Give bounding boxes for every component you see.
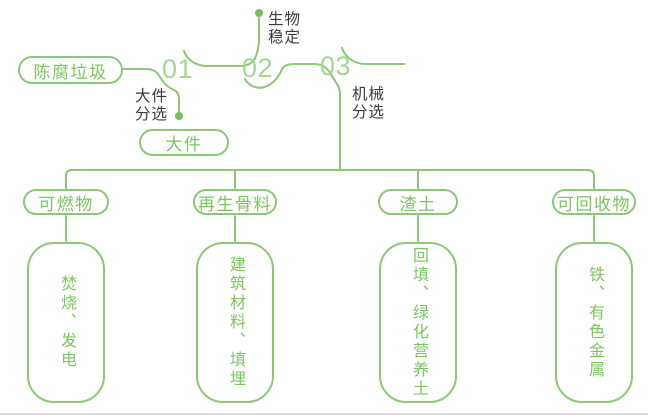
connector-02-to-03 [244, 63, 341, 171]
step-number-01: 01 [162, 54, 194, 84]
step-number-03: 03 [320, 51, 352, 81]
step-number-02: 02 [242, 53, 274, 83]
step-label-mechanical-sorting: 机械分选 [352, 86, 386, 121]
category-slag: 渣土 [378, 189, 458, 215]
connector-03-stub [341, 47, 405, 65]
result-recycled-aggregate-text: 建筑材料、填埋 [227, 256, 244, 389]
category-slag-label: 渣土 [399, 194, 437, 214]
bulky-output-node: 大件 [139, 129, 229, 156]
connector-01-to-02 [183, 17, 260, 67]
bulky-branch-dot [175, 112, 183, 120]
source-node: 陈腐垃圾 [18, 56, 123, 84]
bulky-output-label: 大件 [165, 135, 203, 154]
category-combustible: 可燃物 [23, 189, 109, 215]
result-slag-text: 回填、绿化营养土 [410, 246, 427, 399]
result-box-recyclable: 铁、有色金属 [555, 242, 633, 403]
connector-source-to-01 [121, 68, 180, 112]
result-combustible-text: 焚烧、发电 [58, 275, 75, 370]
result-box-recycled-aggregate: 建筑材料、填埋 [196, 242, 274, 403]
step-label-bulky-sorting: 大件分选 [135, 88, 169, 123]
step-label-bio-stabilization: 生物稳定 [268, 11, 302, 46]
category-recycled-aggregate-label: 再生骨料 [198, 194, 272, 214]
category-recyclable: 可回收物 [552, 189, 636, 215]
result-box-combustible: 焚烧、发电 [27, 242, 105, 403]
category-recycled-aggregate: 再生骨料 [193, 189, 277, 215]
result-recyclable-text: 铁、有色金属 [586, 265, 603, 380]
bio-branch-dot [255, 9, 263, 17]
source-label: 陈腐垃圾 [33, 62, 108, 82]
result-box-slag: 回填、绿化营养土 [379, 242, 457, 403]
bottom-divider [0, 413, 648, 415]
category-combustible-label: 可燃物 [38, 194, 94, 214]
distribution-bar [65, 169, 595, 189]
category-recyclable-label: 可回收物 [557, 194, 631, 214]
